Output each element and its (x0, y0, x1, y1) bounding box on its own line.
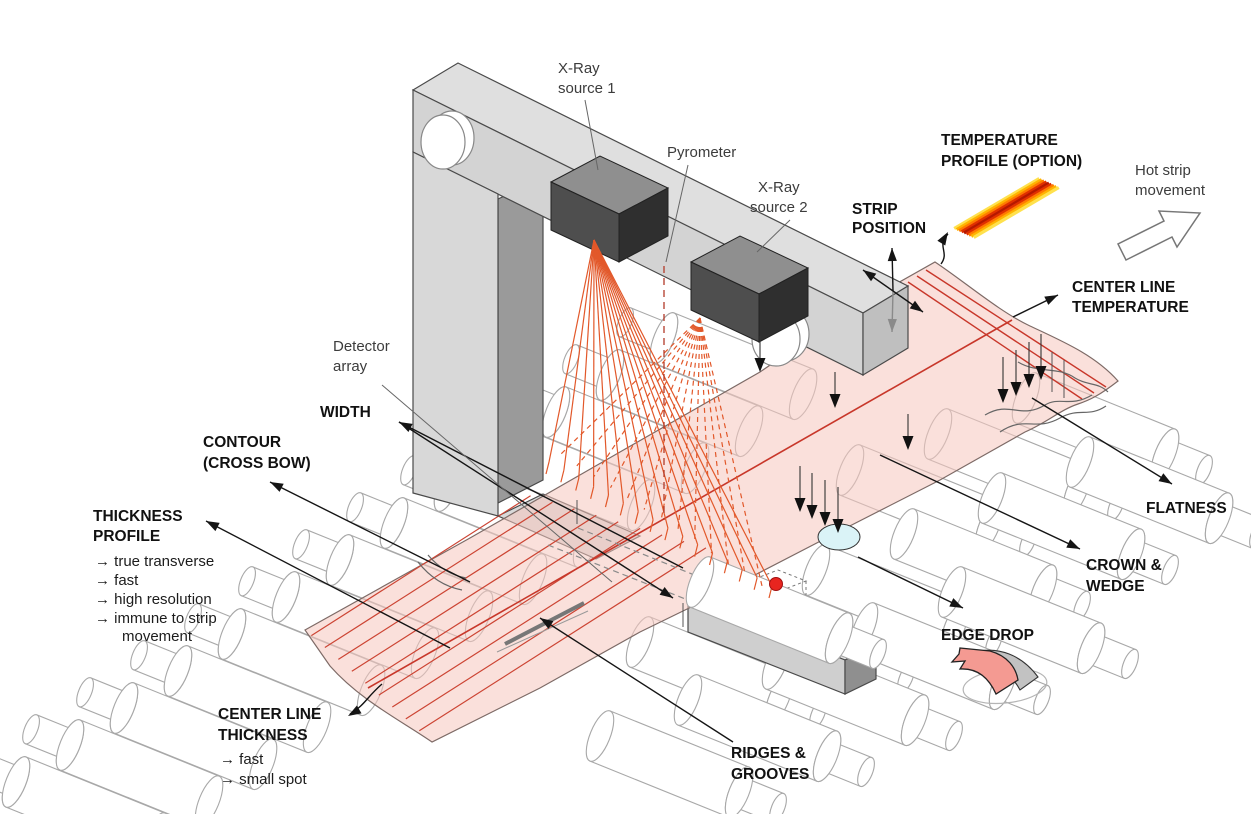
component-leaders (381, 99, 791, 583)
svg-text:→ fast: → fast (95, 572, 139, 589)
label-xray-source-2: X-Ray (758, 179, 800, 196)
leader-pyrometer (665, 164, 689, 263)
edge-drop-icon (950, 647, 1048, 705)
column-front-face (412, 151, 499, 517)
svg-text:source 2: source 2 (750, 199, 808, 216)
notch-roller (685, 556, 887, 670)
hot-strip-movement-arrow-icon (1116, 210, 1202, 262)
label-width: WIDTH (320, 404, 371, 421)
hidden-edge-2 (577, 527, 720, 586)
strip-position-curve (940, 233, 949, 265)
svg-text:WEDGE: WEDGE (1086, 578, 1145, 595)
svg-text:movement: movement (1135, 182, 1206, 199)
center-line-thickness-bullet: → fast (220, 751, 264, 768)
label-thickness-profile: THICKNESS (93, 508, 183, 525)
label-detector-array: Detector (333, 338, 390, 355)
xray-fans (545, 239, 773, 599)
svg-text:GROOVES: GROOVES (731, 766, 809, 783)
table-roller (22, 714, 224, 814)
flatness-wave-3 (1017, 361, 1109, 393)
temperature-profile-icon (953, 177, 1060, 239)
thickness-profile-lines (311, 495, 707, 732)
svg-text:POSITION: POSITION (852, 220, 926, 237)
curved-leaders (349, 233, 949, 715)
table-roller (0, 751, 170, 814)
flatness-wave-2 (999, 405, 1107, 433)
label-hot-strip-movement: Hot strip (1135, 162, 1191, 179)
label-strip-position: STRIP (852, 201, 898, 218)
table-roller (673, 674, 875, 788)
label-crown-wedge: CROWN & (1086, 557, 1162, 574)
leader-detector-array (381, 384, 613, 583)
label-center-line-temperature: CENTER LINE (1072, 279, 1175, 296)
cross-bow-curve-1 (417, 561, 463, 591)
svg-text:source 1: source 1 (558, 80, 616, 97)
svg-text:(CROSS BOW): (CROSS BOW) (203, 455, 311, 472)
table-roller (977, 472, 1179, 586)
table-roller (585, 710, 787, 814)
label-ridges-grooves: RIDGES & (731, 745, 806, 762)
svg-text:→ immune to strip: → immune to strip (95, 610, 217, 627)
hot-spot (769, 577, 783, 591)
svg-text:TEMPERATURE: TEMPERATURE (1072, 299, 1189, 316)
table-roller (130, 640, 332, 754)
label-xray-source-1: X-Ray (558, 60, 600, 77)
strip-markings (311, 269, 1109, 732)
head-temp-line-3 (907, 281, 1083, 400)
groove-mark-thin (496, 610, 589, 653)
label-center-line-thickness: CENTER LINE (218, 706, 321, 723)
head-temp-line-1 (925, 269, 1107, 388)
table-roller (1065, 436, 1251, 550)
leader-xray1 (584, 99, 599, 171)
svg-text:PROFILE (OPTION): PROFILE (OPTION) (941, 153, 1082, 170)
svg-text:array: array (333, 358, 368, 375)
svg-text:→ small spot: → small spot (220, 771, 308, 788)
table-roller (937, 566, 1139, 680)
labels: X-Ray source 1 Pyrometer X-Ray source 2 … (93, 60, 1227, 788)
label-pyrometer: Pyrometer (667, 144, 736, 161)
column-inner-face (497, 177, 544, 504)
svg-text:THICKNESS: THICKNESS (218, 727, 308, 744)
indicator-arrows (205, 232, 1173, 743)
svg-text:→ high resolution: → high resolution (95, 591, 212, 608)
thickness-profile-bullet: → true transverse (95, 553, 214, 570)
svg-text:movement: movement (122, 628, 193, 645)
leader-xray2 (756, 219, 791, 253)
strip-center-line (367, 319, 1013, 689)
flatness-wave-1 (984, 394, 1093, 416)
label-flatness: FLATNESS (1146, 500, 1227, 517)
label-contour: CONTOUR (203, 434, 281, 451)
xray-source-2-box (689, 235, 810, 343)
table-roller (685, 556, 887, 670)
table-roller (76, 677, 278, 791)
label-temperature-profile: TEMPERATURE (941, 132, 1058, 149)
center-line-thickness-curve (349, 683, 383, 715)
xray-source-1-box (549, 155, 670, 263)
column-cylinder (420, 110, 475, 170)
xray-fan-dashed (559, 317, 763, 587)
svg-text:PROFILE: PROFILE (93, 528, 160, 545)
table-roller (184, 603, 386, 717)
label-edge-drop: EDGE DROP (941, 627, 1034, 644)
